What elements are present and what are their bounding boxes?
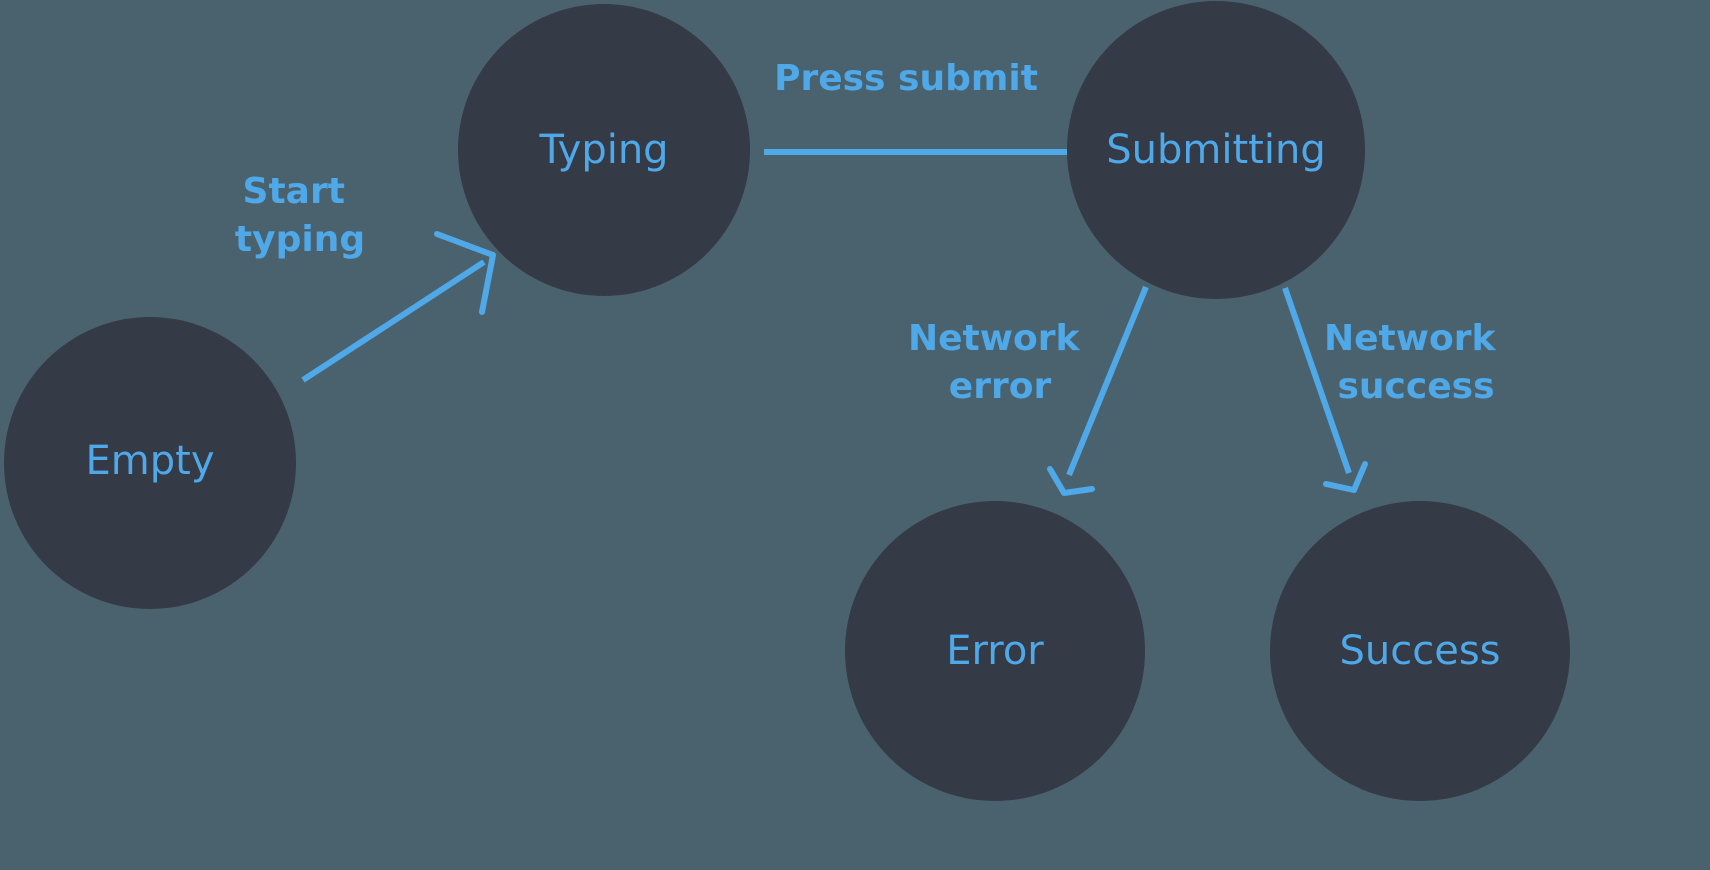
transition-label-line: Network [1324, 318, 1496, 359]
transition-start-typing[interactable]: Start typing [235, 171, 496, 383]
state-label-success: Success [1339, 628, 1500, 674]
state-label-submitting: Submitting [1106, 127, 1325, 173]
transition-label-press-submit: Press submit [774, 58, 1038, 99]
state-node-success[interactable]: Success [1270, 501, 1570, 801]
network-error-arrow-line [1066, 285, 1149, 477]
transition-label-network-success: Network success [1324, 318, 1508, 407]
transition-label-line: error [949, 366, 1052, 407]
transition-press-submit[interactable]: Press submit [764, 58, 1148, 180]
start-typing-arrowhead [434, 231, 496, 315]
state-node-empty[interactable]: Empty [4, 317, 296, 609]
transition-label-network-error: Network error [908, 318, 1092, 407]
state-circle-success [1270, 501, 1570, 801]
state-circle-error [845, 501, 1145, 801]
state-label-typing: Typing [538, 127, 668, 173]
transition-label-line: Press submit [774, 58, 1038, 99]
network-success-arrow-line [1282, 287, 1352, 474]
state-node-typing[interactable]: Typing [458, 4, 750, 296]
transition-label-line: Network [908, 318, 1080, 359]
state-circle-typing [458, 4, 750, 296]
state-node-submitting[interactable]: Submitting [1067, 1, 1365, 299]
state-node-error[interactable]: Error [845, 501, 1145, 801]
state-circle-submitting [1067, 1, 1365, 299]
transition-label-line: typing [235, 219, 365, 260]
network-success-arrowhead [1323, 461, 1368, 493]
transition-label-line: success [1337, 366, 1494, 407]
transition-label-line: Start [243, 171, 345, 212]
network-error-arrowhead [1047, 466, 1095, 496]
state-circle-empty [4, 317, 296, 609]
state-label-error: Error [946, 628, 1044, 674]
start-typing-arrow-line [301, 259, 486, 383]
state-label-empty: Empty [86, 438, 215, 484]
transition-network-error[interactable]: Network error [908, 285, 1149, 496]
transition-network-success[interactable]: Network success [1282, 287, 1508, 493]
transition-label-start-typing: Start typing [235, 171, 365, 260]
